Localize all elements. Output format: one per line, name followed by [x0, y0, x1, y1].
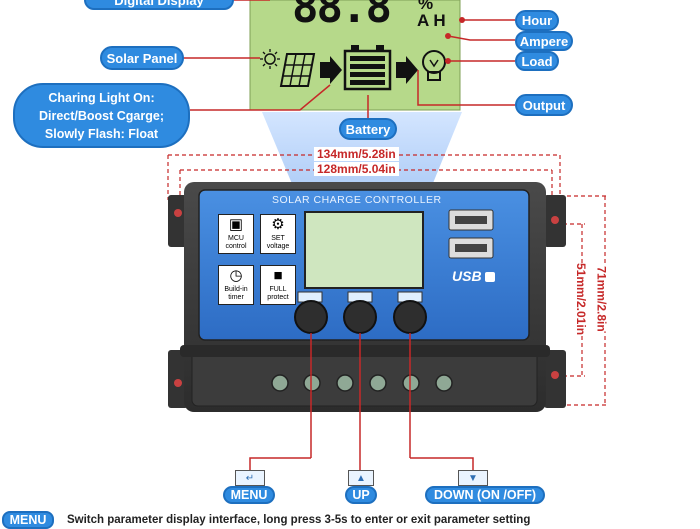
inner-height-dimension: 51mm/2.01in	[574, 262, 589, 336]
charging-line-2: Direct/Boost Cgarge;	[38, 109, 165, 123]
solar-panel-icon	[279, 53, 316, 87]
down-button-label: DOWN (ON /OFF)	[425, 486, 545, 504]
bulb-icon	[422, 50, 446, 81]
feature-timer-text1: Build-in	[224, 286, 248, 293]
up-button-label: UP	[345, 486, 377, 504]
outer-width-dimension: 134mm/5.28in	[314, 147, 399, 161]
clock-icon: ◷	[229, 267, 243, 284]
output-label: Output	[515, 94, 573, 116]
gear-icon: ⚙	[271, 216, 285, 233]
arrow-right-icon	[320, 56, 342, 84]
battery-icon	[343, 45, 392, 91]
usb-plug-icon	[485, 272, 495, 282]
left-bracket	[168, 195, 188, 247]
sun-icon	[260, 49, 280, 69]
charging-light-label: Charing Light On: Direct/Boost Cgarge; S…	[13, 83, 190, 148]
feature-mcu-text2: control	[225, 243, 247, 250]
feature-mcu-text1: MCU	[228, 235, 244, 242]
battery-label: Battery	[339, 118, 397, 140]
feature-timer-text2: timer	[228, 294, 244, 301]
down-physical-button	[393, 291, 427, 334]
menu-return-icon: ↵	[235, 470, 265, 486]
feature-mcu: ▣ MCU control	[218, 214, 254, 254]
hour-label: Hour	[515, 10, 559, 31]
down-toggle-icon: ▼	[458, 470, 488, 486]
up-physical-button	[343, 291, 377, 334]
feature-protect-text1: FULL	[269, 286, 287, 293]
arrow-right-icon	[396, 56, 418, 84]
feature-timer: ◷ Build-in timer	[218, 265, 254, 305]
usb-label: USB	[452, 268, 482, 284]
footer-menu-description: Switch parameter display interface, long…	[67, 514, 531, 526]
solar-panel-label: Solar Panel	[100, 46, 184, 70]
lcd-percent: %	[418, 0, 434, 13]
leader-lines	[183, 0, 515, 118]
outer-height-dimension: 71mm/2.8in	[594, 266, 609, 332]
device-title: SOLAR CHARGE CONTROLLER	[272, 194, 442, 206]
feature-protect-text2: protect	[267, 294, 289, 301]
feature-set-text1: SET	[271, 235, 285, 242]
menu-button-label: MENU	[223, 486, 275, 504]
digital-display-label: Digital Display	[84, 0, 234, 10]
load-label: Load	[515, 51, 559, 71]
charging-line-3: Slowly Flash: Float	[44, 127, 159, 141]
chip-icon: ▣	[228, 216, 244, 233]
feature-set-text2: voltage	[266, 243, 290, 250]
terminal-screws	[271, 374, 453, 392]
feature-set: ⚙ SET voltage	[260, 214, 296, 254]
feature-protect: ■ FULL protect	[260, 265, 296, 305]
lcd-digits: 88.8	[292, 0, 392, 33]
lcd-ah: A H	[417, 11, 446, 30]
menu-physical-button	[294, 291, 328, 334]
charging-line-1: Charing Light On:	[48, 91, 155, 105]
up-arrow-icon: ▲	[348, 470, 374, 486]
lock-icon: ■	[273, 267, 283, 284]
ampere-label: Ampere	[515, 31, 573, 51]
footer-menu-tag: MENU	[2, 511, 54, 529]
device-lcd	[304, 211, 424, 289]
inner-width-dimension: 128mm/5.04in	[314, 162, 399, 176]
